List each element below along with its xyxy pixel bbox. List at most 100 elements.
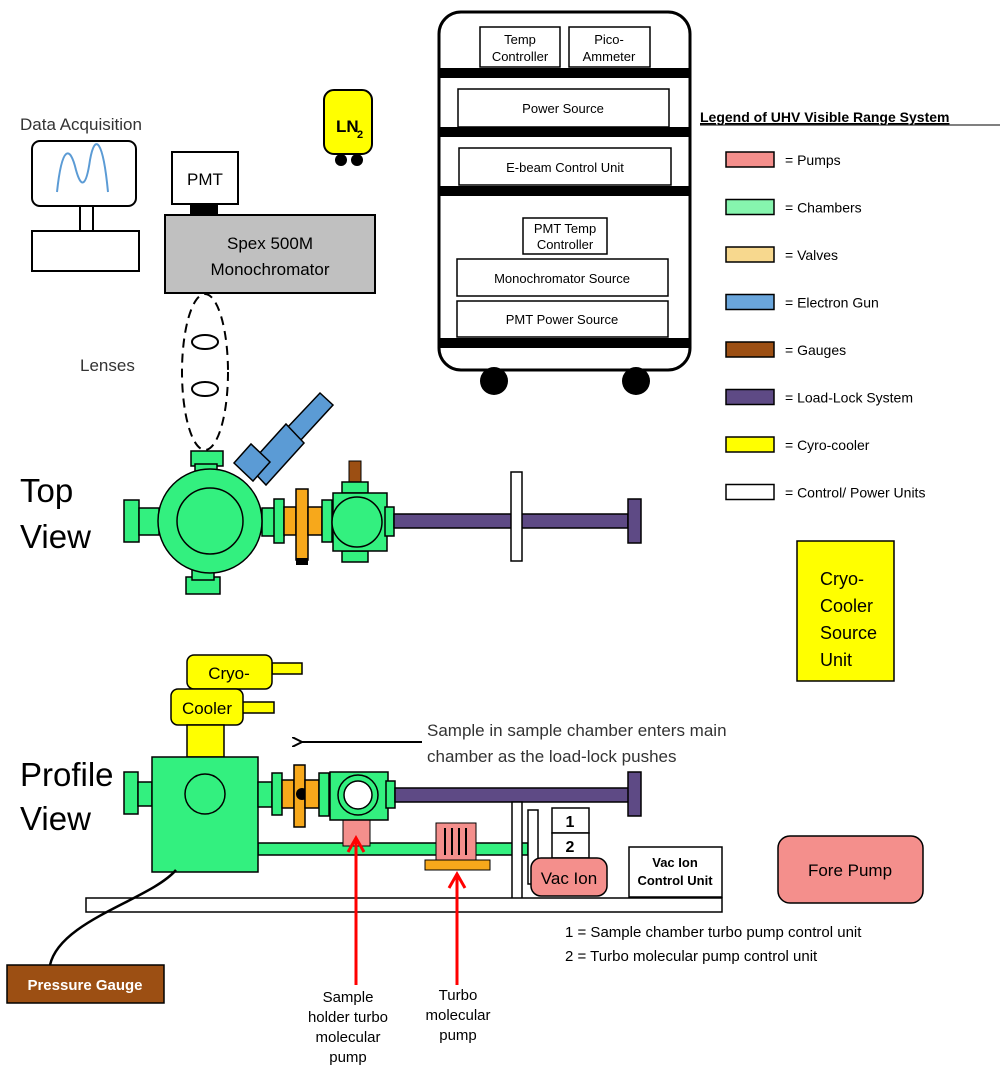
pmt-label: PMT — [187, 170, 223, 189]
ln2-wheel-right — [351, 154, 363, 166]
legend-label: = Pumps — [785, 152, 841, 168]
profile-support-stand — [511, 801, 523, 900]
cryo-source-line1: Cryo- — [820, 569, 864, 589]
top-sample-port-south — [341, 550, 369, 563]
monochromator-source: Monochromator Source — [456, 258, 669, 297]
legend-swatch — [725, 388, 775, 406]
control-unit-2-label: 2 — [566, 839, 575, 856]
top-support-stand — [510, 471, 523, 562]
cryo-cooler-line1: Cryo- — [208, 664, 250, 683]
pico-ammeter: Pico- Ammeter — [568, 26, 651, 68]
profile-load-lock-rod — [394, 787, 630, 803]
profile-port-west — [137, 781, 153, 807]
fore-pump-label: Fore Pump — [808, 861, 892, 880]
equipment-rack: Temp Controller Pico- Ammeter Power Sour… — [437, 10, 692, 395]
profile-sample-window — [343, 780, 373, 810]
cryo-source-line4: Unit — [820, 650, 852, 670]
note-control-unit-2: 2 = Turbo molecular pump control unit — [565, 948, 818, 965]
load-lock-note-line1: Sample in sample chamber enters main — [427, 721, 727, 740]
turbo-control-units: 1 2 — [551, 807, 590, 859]
cryo-cooler: Cryo- Cooler — [170, 654, 303, 758]
ebeam-control-label: E-beam Control Unit — [506, 160, 624, 175]
rack-shelf-3 — [439, 186, 690, 196]
legend-label: = Cyro-cooler — [785, 437, 870, 453]
top-flange-west — [123, 499, 140, 543]
monitor-stand — [79, 205, 94, 232]
profile-flange-west — [123, 771, 139, 815]
main-chamber-profile-window — [184, 773, 226, 815]
top-valve-flange-left — [273, 498, 285, 544]
pico-ammeter-line1: Pico- — [594, 32, 624, 47]
monochromator-label-line1: Spex 500M — [227, 234, 313, 253]
top-sample-port-east — [384, 506, 395, 537]
profile-valve-flange-left — [271, 772, 283, 816]
data-acquisition-computer: Data Acquisition — [20, 115, 142, 272]
data-acquisition-label: Data Acquisition — [20, 115, 142, 134]
profile-view-label-line2: View — [20, 800, 91, 837]
electron-gun — [232, 391, 335, 487]
ln2-dewar: LN 2 — [323, 89, 373, 166]
profile-port-east — [257, 781, 273, 808]
legend: Legend of UHV Visible Range System = Pum… — [700, 109, 1000, 501]
main-chamber-viewport — [176, 487, 244, 555]
bench-beam — [257, 842, 529, 856]
pressure-gauge-label: Pressure Gauge — [27, 977, 142, 994]
top-valve-gate — [295, 488, 309, 561]
rack-shelf-4 — [439, 338, 690, 348]
legend-swatch — [725, 198, 775, 216]
profile-valve-body-right — [304, 779, 320, 809]
pmt-power-source-label: PMT Power Source — [506, 312, 618, 327]
legend-swatch — [725, 151, 775, 168]
legend-label: = Electron Gun — [785, 295, 879, 311]
top-load-lock-handle — [627, 498, 642, 544]
profile-sample-port-east — [385, 780, 396, 809]
legend-label: = Gauges — [785, 342, 846, 358]
top-valve-body-left — [283, 506, 297, 536]
lenses-label: Lenses — [80, 356, 135, 375]
sample-holder-pump-caption-1: Sample — [323, 989, 374, 1006]
pressure-gauge — [6, 964, 165, 1004]
top-sample-chamber — [331, 496, 383, 548]
profile-load-lock-handle — [627, 771, 642, 817]
legend-items: = Pumps= Chambers= Valves= Electron Gun=… — [725, 151, 925, 501]
rack-wheel-left — [480, 367, 508, 395]
power-source-label: Power Source — [522, 101, 604, 116]
legend-title: Legend of UHV Visible Range System — [700, 109, 949, 125]
top-view-label-line1: Top — [20, 472, 73, 509]
turbo-pump-caption-1: Turbo — [439, 987, 478, 1004]
vac-ion-control-line1: Vac Ion — [652, 855, 698, 870]
pmt-temp-controller-line1: PMT Temp — [534, 221, 596, 236]
legend-label: = Load-Lock System — [785, 390, 913, 406]
load-lock-note-line2: chamber as the load-lock pushes — [427, 747, 676, 766]
pmt-temp-controller: PMT Temp Controller — [522, 217, 608, 255]
sample-holder-pump-caption-3: molecular — [315, 1029, 380, 1046]
top-port-west — [138, 507, 160, 536]
temp-controller-line1: Temp — [504, 32, 536, 47]
monochromator-label-line2: Monochromator — [210, 260, 329, 279]
turbo-pump-caption-3: pump — [439, 1027, 477, 1044]
pmt-power-source: PMT Power Source — [456, 300, 669, 338]
lens-2 — [191, 381, 219, 397]
lens-1 — [191, 334, 219, 350]
pmt-module: PMT — [171, 151, 239, 215]
legend-swatch — [725, 246, 775, 263]
fore-pump — [777, 835, 924, 904]
ln2-subscript: 2 — [357, 129, 363, 141]
beam-path — [181, 293, 229, 451]
legend-label: = Valves — [785, 247, 838, 263]
top-view: Top View — [20, 391, 642, 595]
temp-controller-line2: Controller — [492, 49, 549, 64]
top-valve-flange-right — [321, 499, 333, 543]
ln2-label: LN — [336, 117, 359, 136]
note-control-unit-1: 1 = Sample chamber turbo pump control un… — [565, 924, 862, 941]
bench-base — [85, 897, 723, 913]
top-sample-port-north — [341, 481, 369, 494]
legend-label: = Control/ Power Units — [785, 485, 925, 501]
top-valve-handle — [296, 558, 308, 565]
control-unit-2 — [551, 832, 590, 859]
ln2-body — [323, 89, 373, 155]
cryo-cooler-line2: Cooler — [182, 699, 232, 718]
sample-holder-pump-caption-2: holder turbo — [308, 1009, 388, 1026]
lens-optics: Lenses — [80, 293, 229, 451]
rack-wheel-right — [622, 367, 650, 395]
